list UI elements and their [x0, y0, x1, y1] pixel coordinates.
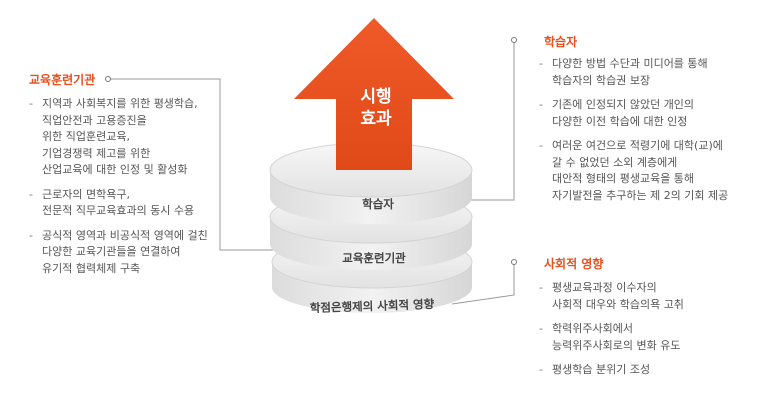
institutions-item: 근로자의 면학욕구, 전문적 직무교육효과의 동시 수용 [29, 187, 208, 220]
learners-item: 기존에 인정되지 않았던 개인의 다양한 이전 학습에 대한 인정 [539, 97, 728, 130]
social-list: 평생교육과정 이수자의 사회적 대우와 학습의욕 고취 학력위주사회에서 능력위… [539, 280, 684, 387]
disc-label-social: 학점은행제의 사회적 영향 [310, 297, 435, 315]
social-item: 평생교육과정 이수자의 사회적 대우와 학습의욕 고취 [539, 280, 684, 313]
learners-title: 학습자 [544, 35, 578, 49]
learners-list: 다양한 방법 수단과 미디어를 통해 학습자의 학습권 보장 기존에 인정되지 … [539, 56, 728, 212]
social-item: 평생학습 분위기 조성 [539, 362, 684, 379]
institutions-title: 교육훈련기관 [29, 73, 96, 87]
arrow-label-line-2: 효과 [360, 109, 392, 129]
connector-learners [455, 40, 515, 201]
institutions-list: 지역과 사회복지를 위한 평생학습, 직업안전과 고용증진을 위한 직업훈련교육… [29, 96, 208, 285]
disc-label-learners: 학습자 [362, 197, 394, 211]
institutions-item: 공식적 영역과 비공식적 영역에 걸친 다양한 교육기관들을 연결하여 유기적 … [29, 228, 208, 278]
social-item: 학력위주사회에서 능력위주사회로의 변화 유도 [539, 321, 684, 354]
connector-social [451, 262, 515, 305]
social-dot-icon [511, 259, 517, 265]
disc-label-institutions: 교육훈련기관 [342, 251, 406, 265]
social-title: 사회적 영향 [544, 257, 604, 271]
learners-item: 여러운 여건으로 적령기에 대학(교)에 갈 수 없었던 소외 계층에게 대안적… [539, 138, 728, 204]
connector-institutions [110, 78, 305, 251]
institutions-dot-icon [105, 76, 111, 82]
connector-lines [110, 40, 515, 305]
arrow-shape [294, 18, 454, 170]
learners-dot-icon [511, 37, 517, 43]
learners-item: 다양한 방법 수단과 미디어를 통해 학습자의 학습권 보장 [539, 56, 728, 89]
institutions-item: 지역과 사회복지를 위한 평생학습, 직업안전과 고용증진을 위한 직업훈련교육… [29, 96, 208, 179]
effect-arrow: 시행 효과 [294, 18, 454, 170]
arrow-label-line-1: 시행 [360, 87, 391, 107]
